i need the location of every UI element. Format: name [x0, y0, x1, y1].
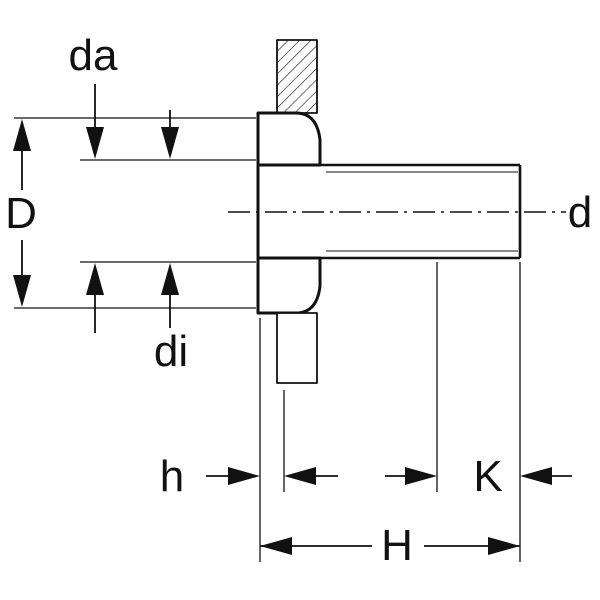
dimension-H: H	[260, 521, 520, 570]
arrow-D-bottom	[13, 275, 31, 307]
arrow-da-bottom	[86, 263, 104, 295]
dimension-label-H: H	[381, 521, 413, 570]
arrow-H-right	[488, 537, 520, 555]
flange-section-bottom	[276, 312, 318, 384]
dimension-K: K	[385, 452, 572, 501]
arrow-K-right	[520, 467, 552, 485]
collar-section-bottom	[256, 163, 322, 315]
dimension-label-d: d	[568, 188, 592, 237]
arrow-di-top	[161, 127, 179, 159]
pipe-outline	[320, 163, 522, 260]
dimension-label-K: K	[473, 452, 502, 501]
arrow-da-top	[86, 127, 104, 159]
dimension-label-h: h	[160, 452, 184, 501]
arrow-H-left	[260, 537, 292, 555]
dimension-di: di	[154, 110, 188, 376]
arrow-K-left	[405, 467, 437, 485]
collar-section-top	[256, 111, 322, 167]
arrow-h-right	[284, 467, 316, 485]
extension-lines	[14, 117, 521, 562]
dimension-d: d	[568, 188, 592, 237]
dimension-da: da	[69, 31, 118, 333]
arrow-h-left	[228, 467, 260, 485]
dimension-h: h	[160, 452, 338, 501]
arrow-di-bottom	[161, 263, 179, 295]
arrow-D-top	[13, 119, 31, 151]
dimension-label-da: da	[69, 31, 118, 80]
flange-section-top	[276, 39, 318, 114]
dimension-D: D	[5, 119, 37, 307]
dimension-label-di: di	[154, 327, 188, 376]
dimension-label-D: D	[5, 189, 37, 238]
